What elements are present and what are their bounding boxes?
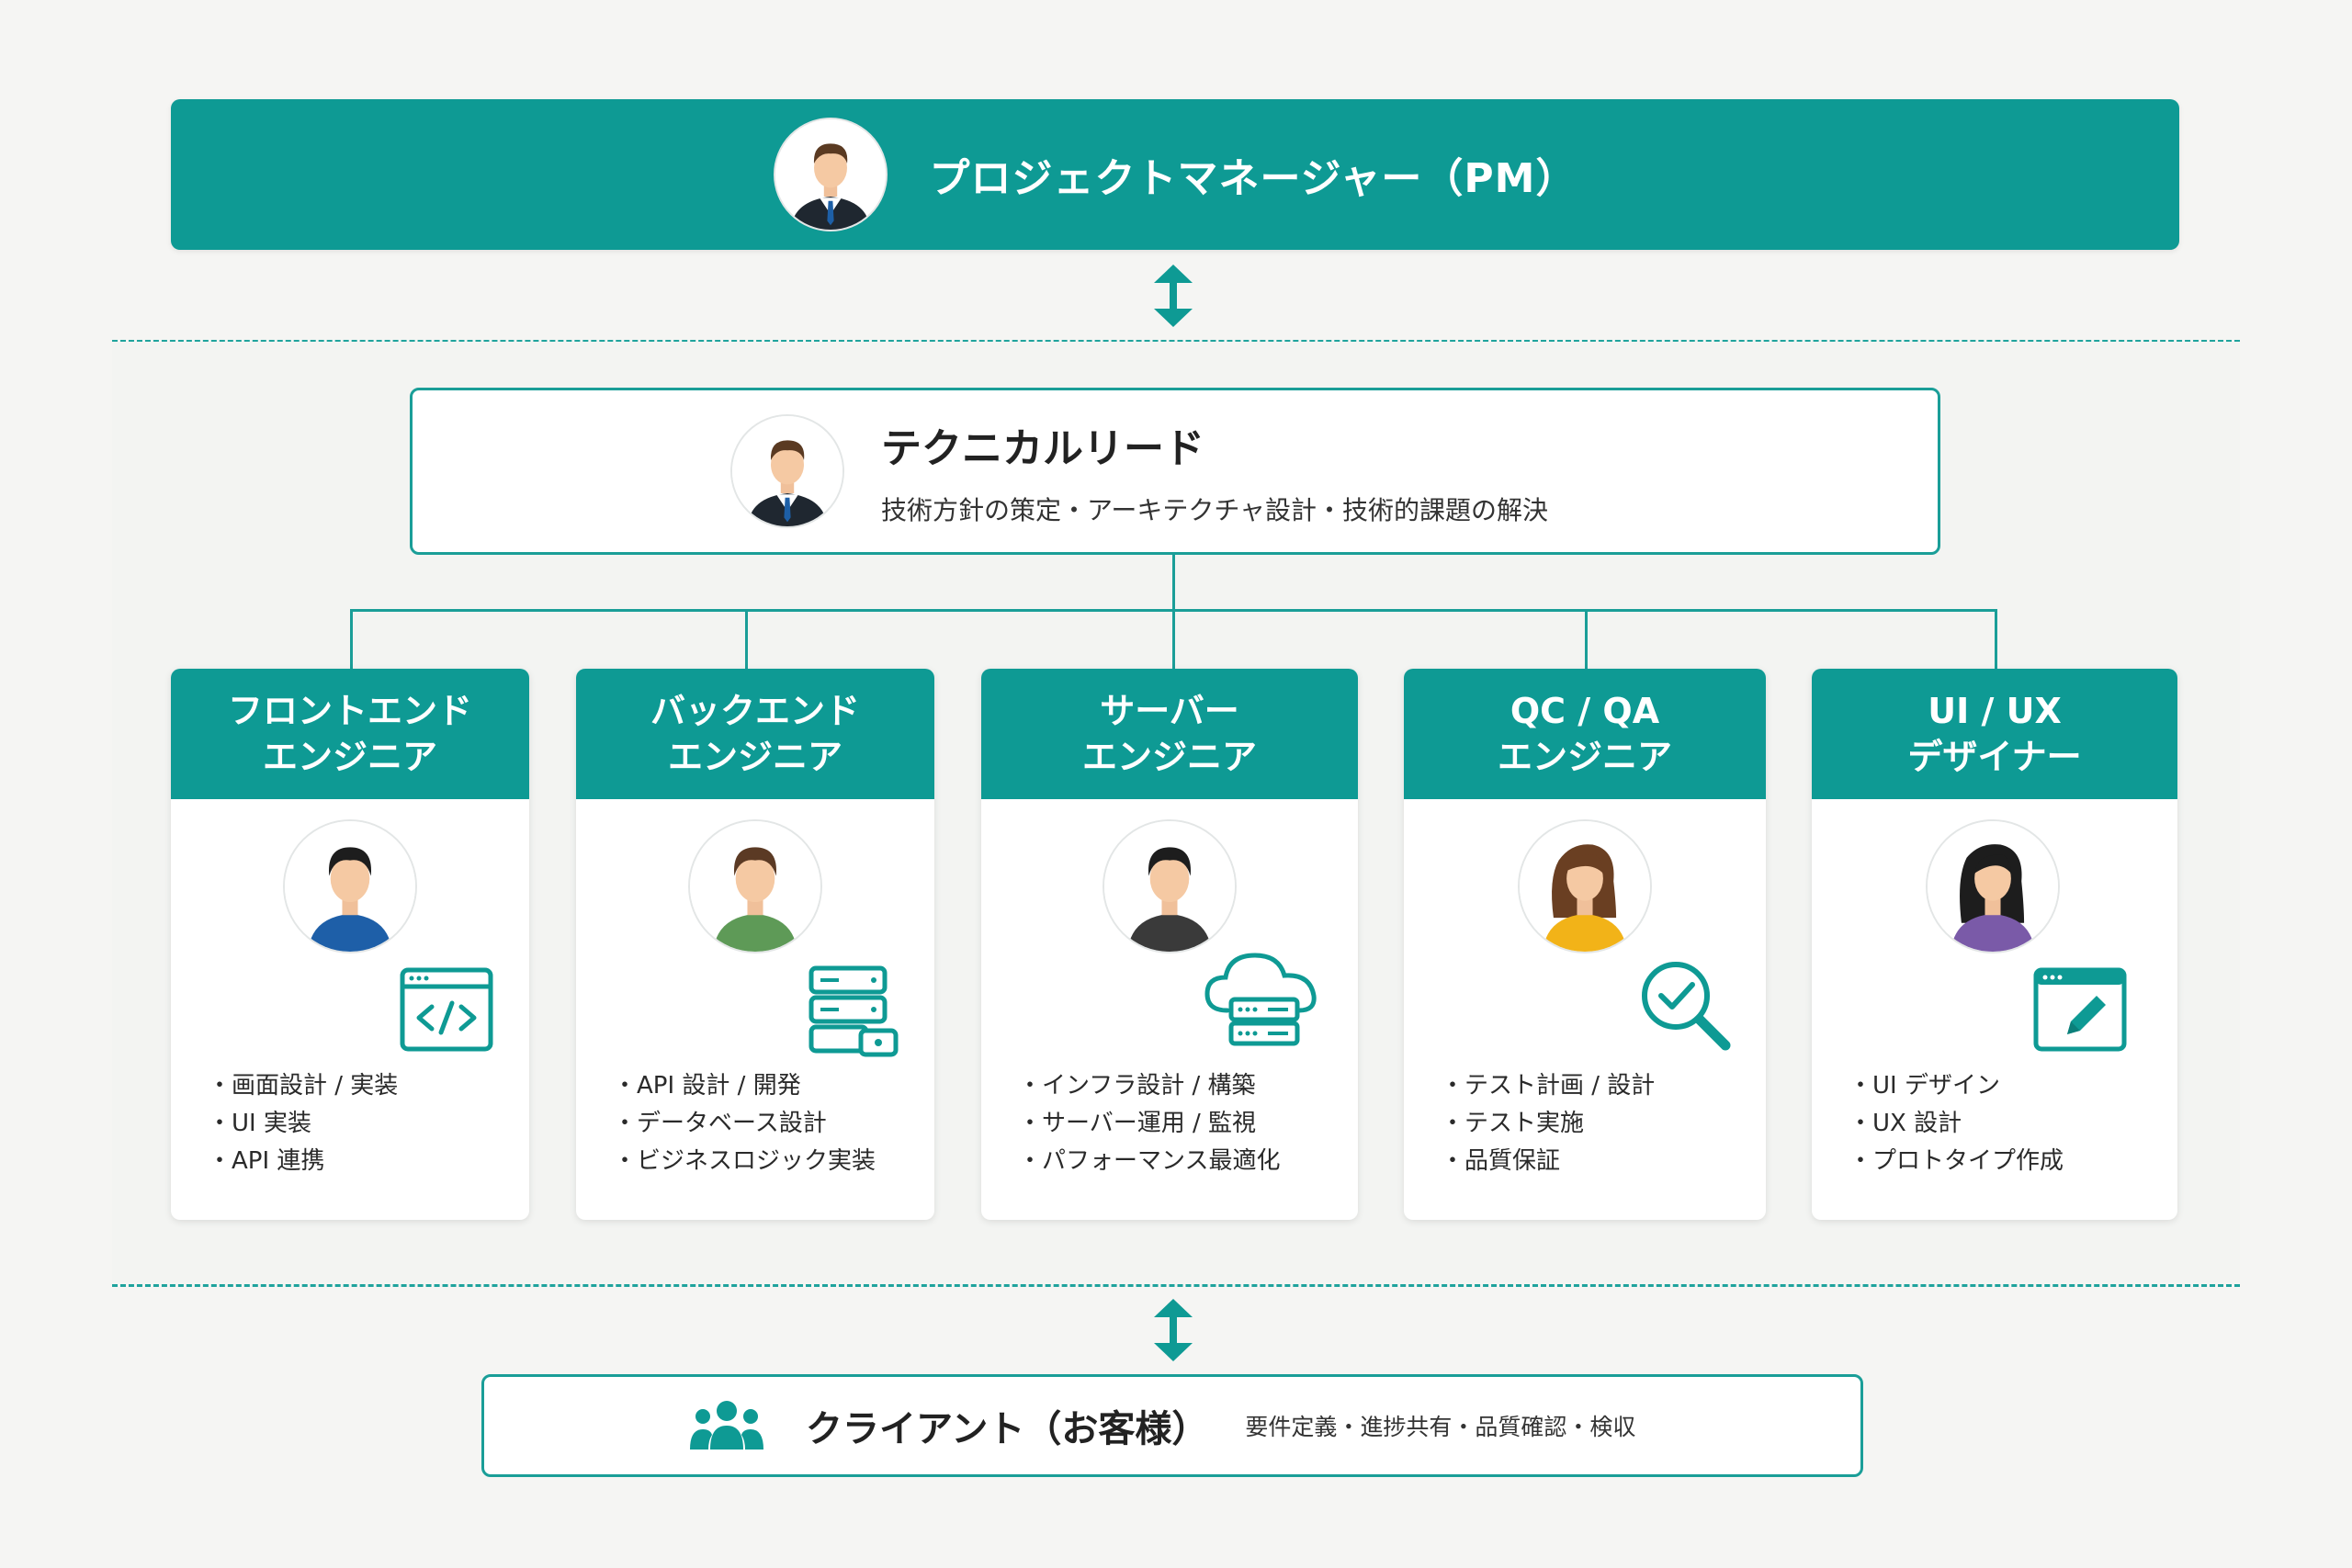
backend-avatar	[688, 819, 822, 953]
list-item: パフォーマンス最適化	[1018, 1143, 1280, 1180]
role-card-header: バックエンド エンジニア	[576, 669, 934, 799]
role-task-list: UI デザイン UX 設計 プロトタイプ作成	[1849, 1067, 2064, 1180]
tech-lead-box: テクニカルリード 技術方針の策定・アーキテクチャ設計・技術的課題の解決	[410, 388, 1940, 555]
role-title-line1: フロントエンド	[227, 691, 472, 731]
tech-lead-subtitle: 技術方針の策定・アーキテクチャ設計・技術的課題の解決	[881, 495, 1549, 525]
code-window-icon	[400, 967, 493, 1052]
magnifier-check-icon	[1642, 962, 1731, 1051]
tech-lead-avatar	[730, 414, 844, 528]
list-item: サーバー運用 / 監視	[1018, 1105, 1281, 1143]
list-item: API 連携	[208, 1143, 398, 1180]
connector-drop	[1172, 609, 1175, 670]
list-item: ビジネスロジック実装	[613, 1143, 876, 1180]
list-item: データベース設計	[613, 1105, 876, 1143]
connector-drop	[745, 609, 748, 670]
role-title-line2: エンジニア	[1081, 737, 1257, 777]
connector-drop	[1995, 609, 1997, 670]
role-card-header: UI / UX デザイナー	[1812, 669, 2177, 799]
server-avatar	[1102, 819, 1237, 953]
list-item: UX 設計	[1849, 1105, 2064, 1143]
cloud-server-icon	[1204, 953, 1317, 1046]
role-task-list: インフラ設計 / 構築 サーバー運用 / 監視 パフォーマンス最適化	[1018, 1067, 1281, 1180]
bidirectional-arrow-icon	[1154, 265, 1193, 327]
role-card-uiux: UI / UX デザイナー UI デザイン UX 設計 プロトタイプ作成	[1812, 669, 2177, 1220]
client-title: クライアント（お客様）	[806, 1408, 1209, 1450]
server-stack-icon	[808, 965, 899, 1057]
client-box: クライアント（お客様） 要件定義・進捗共有・品質確認・検収	[481, 1374, 1863, 1477]
role-title-line1: サーバー	[1100, 691, 1239, 731]
role-title-line1: UI / UX	[1928, 691, 2062, 731]
role-card-qa: QC / QA エンジニア テスト計画 / 設計 テスト実施 品質保証	[1404, 669, 1766, 1220]
design-window-icon	[2033, 967, 2127, 1052]
role-card-header: サーバー エンジニア	[981, 669, 1358, 799]
role-card-header: QC / QA エンジニア	[1404, 669, 1766, 799]
role-task-list: API 設計 / 開発 データベース設計 ビジネスロジック実装	[613, 1067, 876, 1180]
bottom-dashed-divider	[112, 1284, 2240, 1287]
list-item: テスト計画 / 設計	[1441, 1067, 1655, 1105]
list-item: 品質保証	[1441, 1143, 1655, 1180]
role-title-line1: QC / QA	[1510, 691, 1660, 731]
connector-drop	[1585, 609, 1588, 670]
role-task-list: テスト計画 / 設計 テスト実施 品質保証	[1441, 1067, 1655, 1180]
list-item: UI デザイン	[1849, 1067, 2064, 1105]
list-item: プロトタイプ作成	[1849, 1143, 2064, 1180]
client-group-icon	[690, 1401, 763, 1450]
pm-title: プロジェクトマネージャー（PM）	[929, 155, 1577, 202]
role-task-list: 画面設計 / 実装 UI 実装 API 連携	[208, 1067, 398, 1180]
role-title-line2: エンジニア	[262, 737, 437, 777]
role-card-frontend: フロントエンド エンジニア 画面設計 / 実装 UI 実装 API 連携	[171, 669, 529, 1220]
connector-drop	[350, 609, 353, 670]
top-dashed-divider	[112, 340, 2240, 343]
list-item: インフラ設計 / 構築	[1018, 1067, 1281, 1105]
list-item: テスト実施	[1441, 1105, 1655, 1143]
role-title-line1: バックエンド	[650, 691, 860, 731]
role-title-line2: デザイナー	[1907, 737, 2082, 777]
list-item: API 設計 / 開発	[613, 1067, 876, 1105]
client-subtitle: 要件定義・進捗共有・品質確認・検収	[1245, 1414, 1636, 1440]
designer-avatar	[1926, 819, 2060, 953]
bidirectional-arrow-icon	[1154, 1299, 1193, 1361]
tech-lead-text: テクニカルリード 技術方針の策定・アーキテクチャ設計・技術的課題の解決	[881, 415, 1548, 527]
qa-avatar	[1518, 819, 1652, 953]
frontend-avatar	[283, 819, 417, 953]
list-item: 画面設計 / 実装	[208, 1067, 398, 1105]
tech-lead-title: テクニカルリード	[881, 425, 1204, 472]
lead-connector-stem	[1172, 555, 1175, 612]
list-item: UI 実装	[208, 1105, 398, 1143]
pm-avatar	[773, 118, 888, 231]
role-card-header: フロントエンド エンジニア	[171, 669, 529, 799]
role-card-server: サーバー エンジニア インフラ設計 / 構築 サーバー運用 / 監視 パフォーマ…	[981, 669, 1358, 1220]
role-title-line2: エンジニア	[667, 737, 842, 777]
role-title-line2: エンジニア	[1497, 737, 1672, 777]
role-card-backend: バックエンド エンジニア API 設計 / 開発 データベース設計 ビジネスロジ…	[576, 669, 934, 1220]
pm-box: プロジェクトマネージャー（PM）	[171, 99, 2179, 250]
